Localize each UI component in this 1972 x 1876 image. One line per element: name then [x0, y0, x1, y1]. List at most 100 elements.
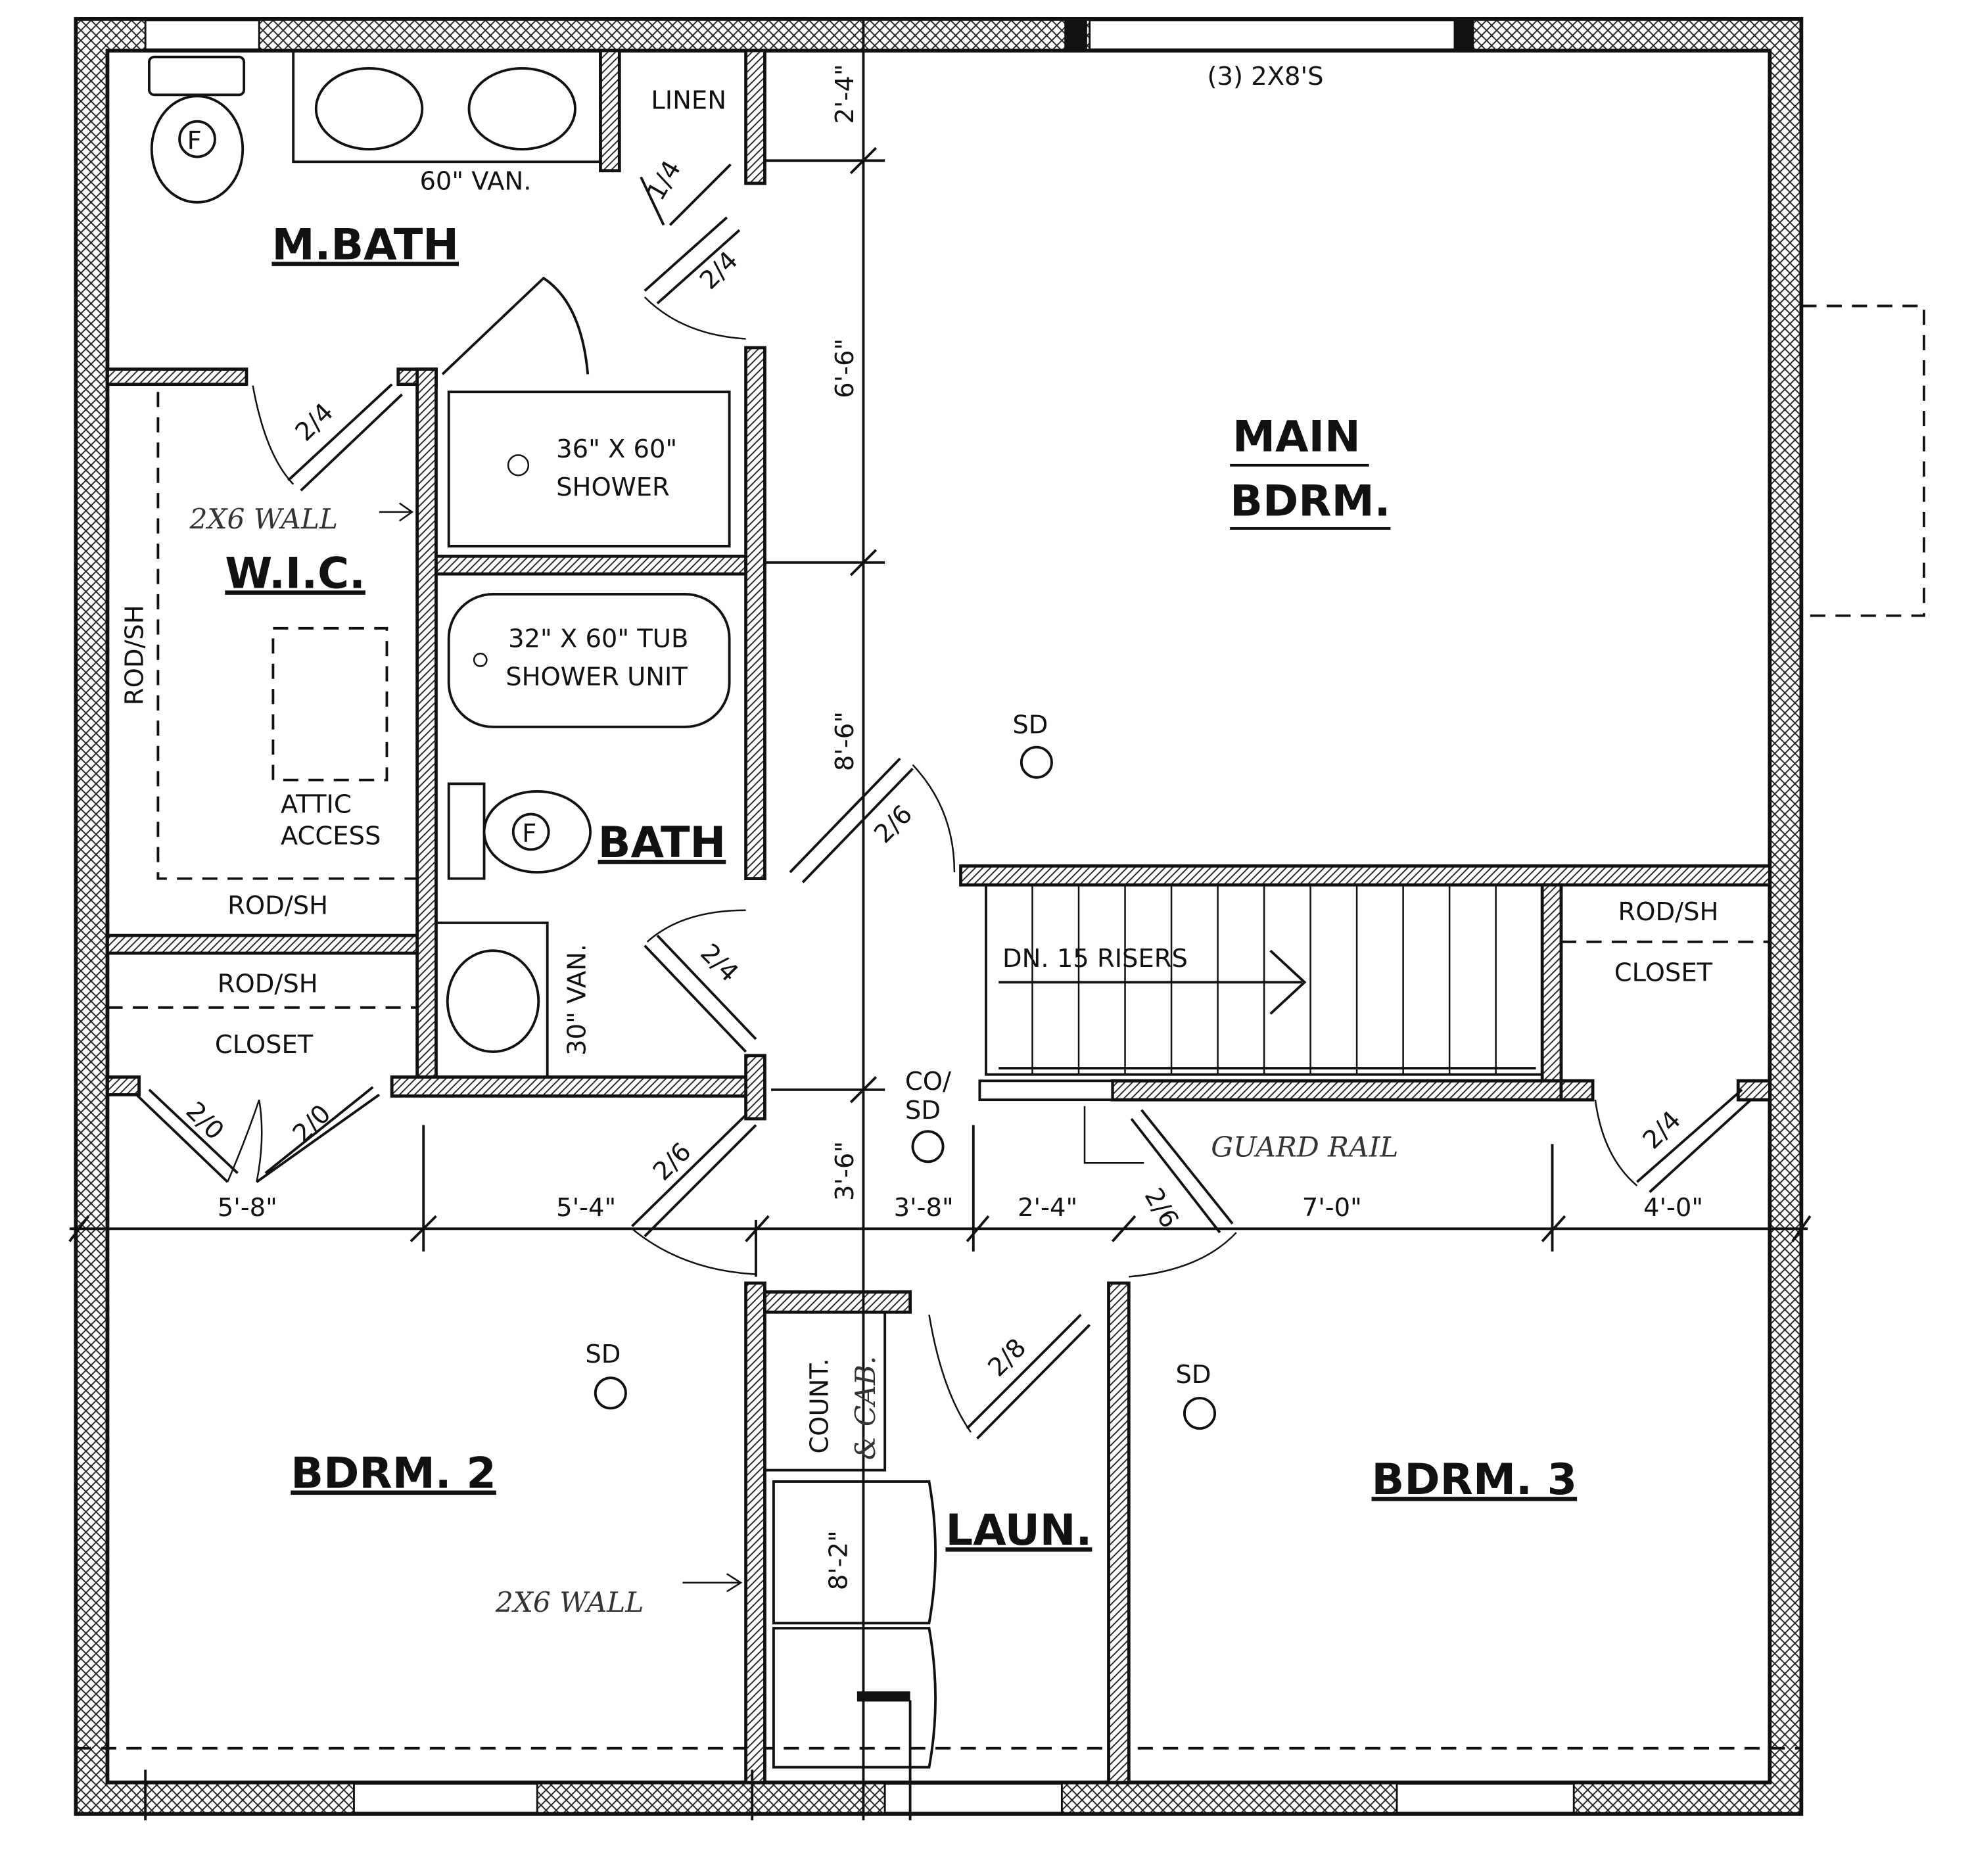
smoke-detector-icon: [1020, 745, 1053, 779]
doors: [135, 163, 1752, 1440]
shower: [447, 390, 731, 548]
door-size: 2/6: [647, 1137, 697, 1187]
shower-label: 36" X 60": [556, 434, 677, 464]
counter-label: & CAB.: [849, 1356, 881, 1461]
stairs: [985, 883, 1544, 1076]
stair-arrow: [998, 949, 1307, 1015]
attic-label: ACCESS: [281, 822, 381, 851]
sd-label: SD: [585, 1340, 621, 1369]
toilet-tank: [148, 55, 246, 97]
dimension: 5'-4": [556, 1193, 616, 1223]
labels: (3) 2X8'S LINEN 60" VAN. M.BATH F 36" X …: [120, 62, 1718, 1618]
closet-label: CLOSET: [1614, 958, 1713, 987]
vanity-60: [292, 49, 602, 164]
co-smoke-detector-icon: [911, 1130, 945, 1163]
door-size: 2/8: [982, 1333, 1032, 1383]
dryer: [772, 1627, 937, 1769]
dimension-lines: [68, 18, 1812, 1821]
rod-label: ROD/SH: [120, 605, 149, 705]
washer: [772, 1480, 937, 1625]
tub: [447, 593, 731, 728]
door-main: [789, 757, 914, 883]
room-laundry: LAUN.: [945, 1505, 1092, 1555]
header-post: [1064, 20, 1087, 51]
door-mbath: [644, 216, 741, 305]
room-bath: BATH: [598, 818, 726, 868]
tub-label: 32" X 60" TUB: [508, 624, 688, 654]
wall-note: 2X6 WALL: [495, 1586, 644, 1618]
tub-label: SHOWER UNIT: [505, 662, 688, 692]
window: [353, 1783, 538, 1814]
stairs-label: DN. 15 RISERS: [1002, 944, 1188, 973]
toilet-bowl: [482, 790, 592, 874]
door-size: 2/4: [694, 938, 744, 988]
door-closet: [135, 1086, 381, 1183]
sd-label: SD: [905, 1096, 941, 1125]
toilet-tank: [447, 782, 486, 880]
door-linen: [640, 163, 732, 226]
smoke-detectors: [594, 745, 1216, 1430]
vanity-label: 30" VAN.: [562, 944, 592, 1056]
door-bdrm3: [1130, 1109, 1234, 1234]
header-note: (3) 2X8'S: [1208, 62, 1324, 91]
exterior-walls: [74, 17, 1925, 1816]
room-wic: W.I.C.: [225, 548, 365, 598]
vanity-label: 60" VAN.: [419, 167, 531, 197]
room-main-1: MAIN: [1232, 412, 1361, 462]
dimension: 3'-6": [830, 1141, 860, 1201]
room-bdrm3: BDRM. 3: [1372, 1455, 1578, 1505]
header-post: [1453, 20, 1474, 51]
fixtures: [107, 49, 1770, 1821]
window: [1089, 19, 1457, 51]
rod-label: ROD/SH: [218, 970, 318, 999]
sink: [314, 66, 424, 151]
attic-label: ATTIC: [281, 790, 352, 820]
door-size: 2/0: [180, 1096, 230, 1146]
room-main-2: BDRM.: [1230, 477, 1390, 527]
sd-label: SD: [1175, 1360, 1211, 1390]
wic-shelf: [156, 392, 417, 880]
guard-rail: [978, 1079, 1114, 1102]
wall-note: 2X6 WALL: [189, 503, 337, 535]
toilet-bowl: [150, 95, 245, 204]
door-bath: [644, 934, 757, 1053]
dimension: 2'-4": [830, 64, 860, 124]
door-size: 1/4: [641, 156, 687, 206]
sink: [446, 949, 540, 1053]
window: [883, 1783, 1063, 1814]
dimension: 3'-8": [894, 1193, 954, 1223]
vanity-30: [434, 922, 549, 1079]
closet-label: CLOSET: [215, 1030, 314, 1060]
dimension: 2'-4": [1018, 1193, 1077, 1223]
door-laundry: [966, 1313, 1091, 1440]
sink: [467, 66, 576, 151]
dimension: 8'-6": [830, 711, 860, 771]
dimension: 5'-8": [218, 1193, 277, 1223]
smoke-detector-icon: [1183, 1397, 1216, 1430]
sd-label: SD: [1012, 710, 1048, 739]
door-closet-right: [1636, 1089, 1752, 1193]
shower-label: SHOWER: [556, 473, 670, 502]
smoke-detector-icon: [594, 1376, 627, 1410]
rod-label: ROD/SH: [1618, 897, 1719, 927]
door-wic: [287, 383, 403, 492]
window: [144, 19, 260, 51]
interior-walls: [106, 49, 1772, 1785]
door-size: 2/4: [694, 246, 744, 296]
door-size: 2/4: [1637, 1106, 1687, 1156]
rod-label: ROD/SH: [227, 891, 328, 920]
door-size: 2/0: [287, 1099, 337, 1149]
room-master-bath: M.BATH: [271, 220, 459, 270]
drain: [507, 454, 530, 477]
dimension: 8'-2": [824, 1530, 853, 1590]
dimension: 6'-6": [830, 339, 860, 398]
counter: [763, 1311, 887, 1472]
door-size: 2/6: [1139, 1183, 1185, 1233]
dimension: 7'-0": [1302, 1193, 1362, 1223]
linen-label: LINEN: [651, 85, 726, 115]
counter-label: COUNT.: [805, 1358, 835, 1453]
toilet-mark: F: [522, 819, 536, 849]
dimension: 4'-0": [1643, 1193, 1703, 1223]
attic-access: [271, 626, 388, 782]
